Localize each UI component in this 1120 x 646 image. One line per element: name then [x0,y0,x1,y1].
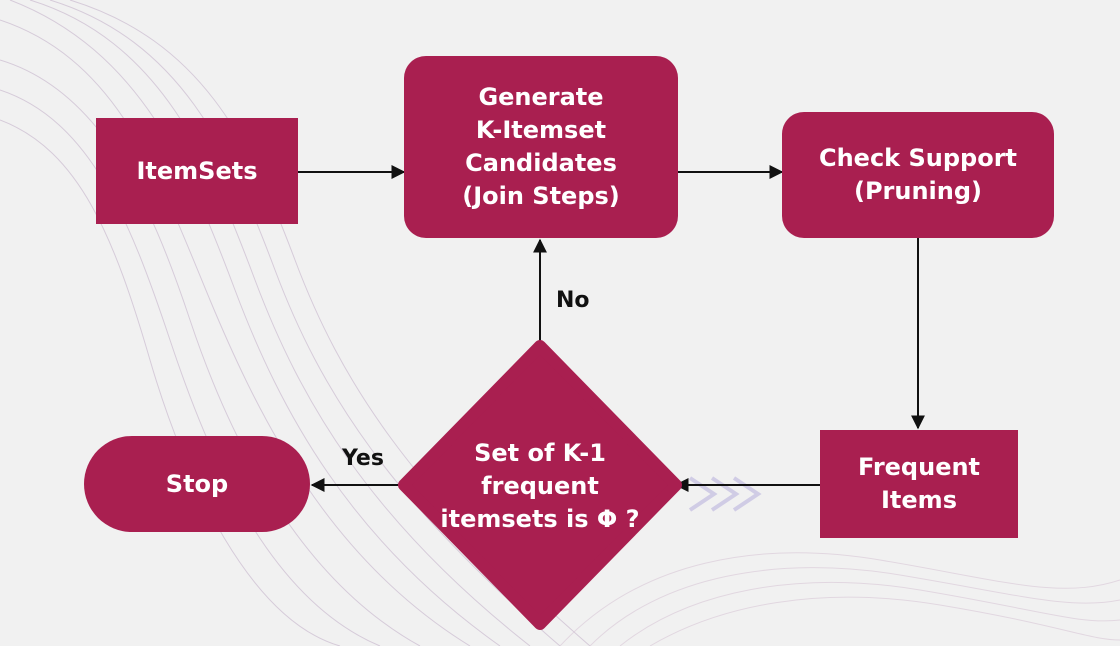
frequent-items-label: Frequent Items [857,453,981,514]
generate-candidates-label: Generate K-Itemset Candidates (Join Step… [462,83,620,210]
decision-label: Set of K-1 frequent itemsets is Φ ? [440,438,640,533]
check-support-box: Check Support (Pruning) [782,112,1054,238]
check-support-label: Check Support (Pruning) [818,144,1018,205]
yes-edge-label: Yes [342,446,384,471]
itemsets-label: ItemSets [136,156,258,185]
stop-label: Stop [165,469,229,498]
decision-text: Set of K-1 frequent itemsets is Φ ? [430,420,650,552]
no-edge-label: No [556,288,590,313]
stop-terminal: Stop [84,436,310,532]
frequent-items-box: Frequent Items [820,430,1018,538]
itemsets-box: ItemSets [96,118,298,224]
generate-candidates-box: Generate K-Itemset Candidates (Join Step… [404,56,678,238]
decision-diamond [398,340,682,630]
